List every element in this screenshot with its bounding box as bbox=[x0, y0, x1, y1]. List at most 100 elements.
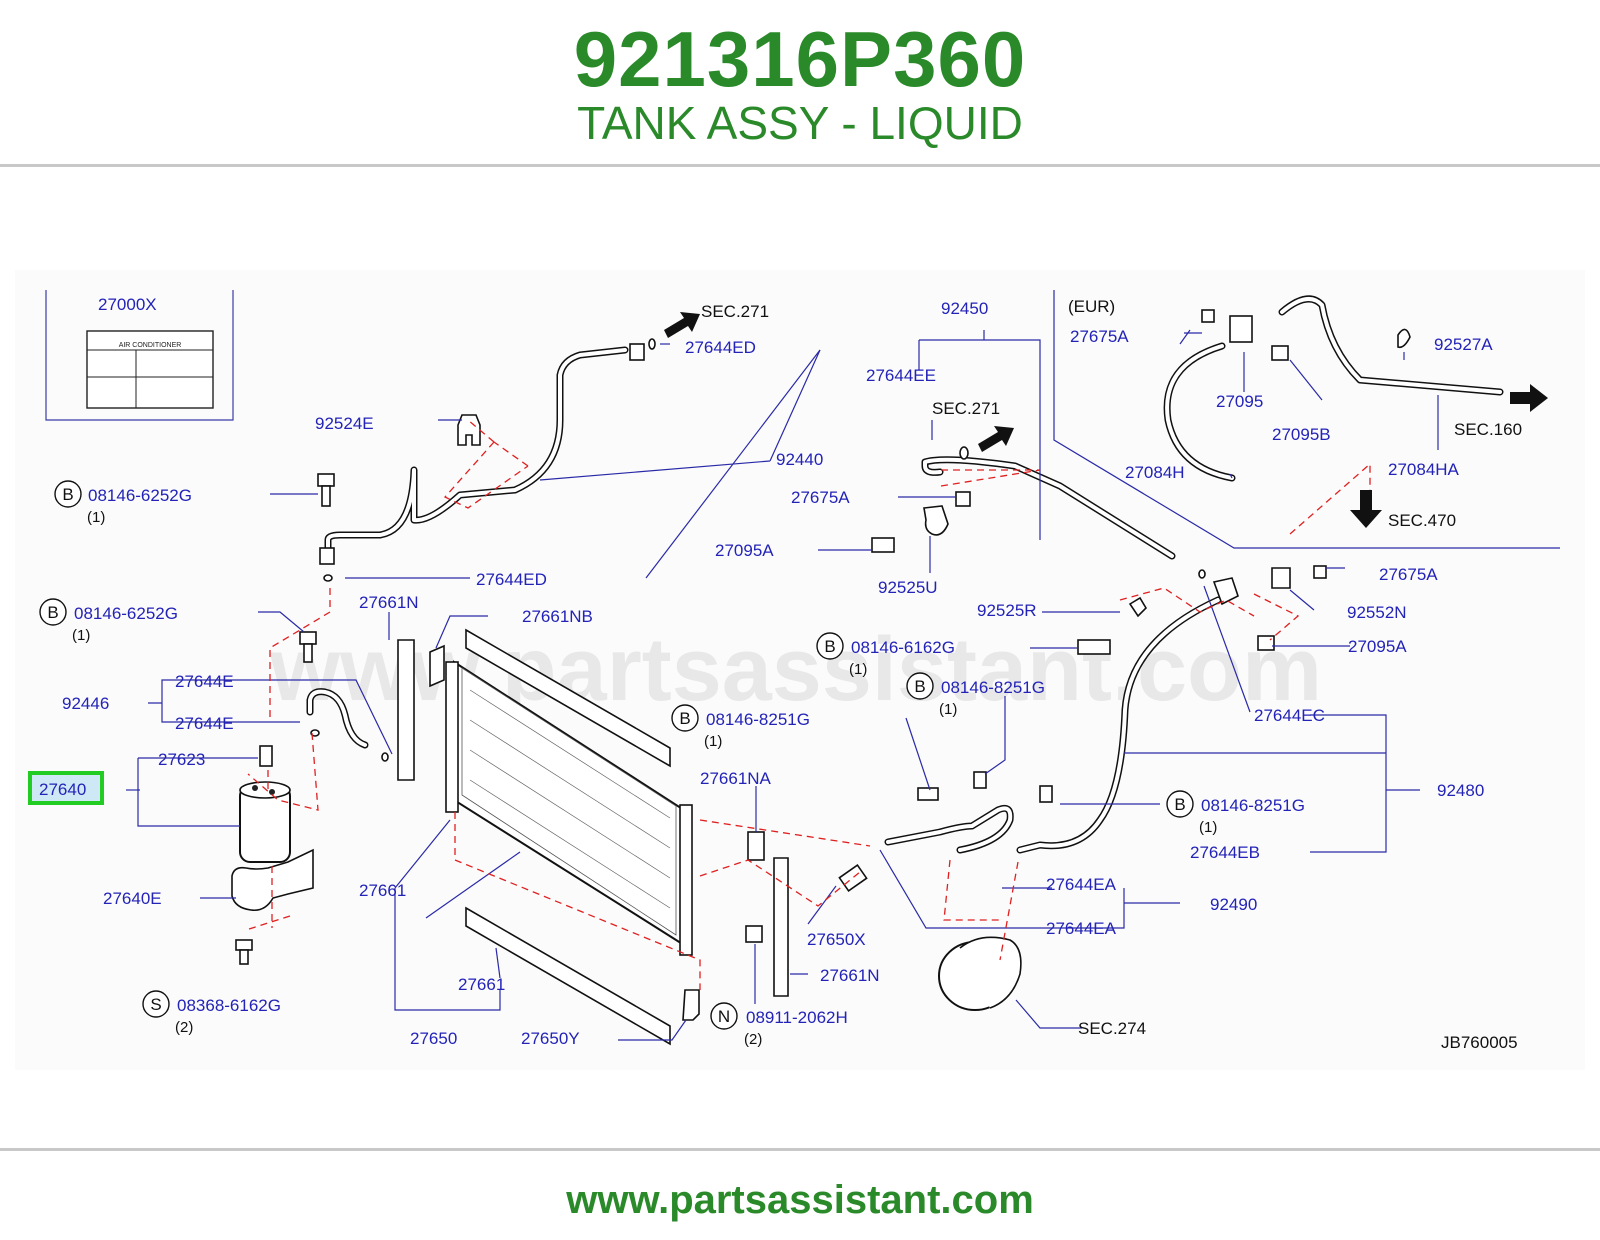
part-label[interactable]: 27644EE bbox=[866, 366, 936, 385]
part-label[interactable]: 27084HA bbox=[1388, 460, 1460, 479]
svg-text:B: B bbox=[824, 637, 835, 656]
section-label[interactable]: SEC.274 bbox=[1078, 1019, 1146, 1038]
svg-text:(1): (1) bbox=[704, 733, 722, 750]
part-label[interactable]: 27095A bbox=[715, 541, 774, 560]
part-label[interactable]: 92440 bbox=[776, 450, 823, 469]
svg-text:S: S bbox=[150, 995, 161, 1014]
svg-text:08911-2062H: 08911-2062H bbox=[746, 1008, 848, 1027]
pipe-92490 bbox=[884, 804, 1014, 854]
part-label[interactable]: 27084H bbox=[1125, 463, 1185, 482]
part-label[interactable]: 27644ED bbox=[685, 338, 756, 357]
clamp-icon bbox=[1128, 596, 1148, 618]
part-label[interactable]: 92527A bbox=[1434, 335, 1493, 354]
part-label[interactable]: 92552N bbox=[1347, 603, 1407, 622]
pipe-92480 bbox=[1016, 577, 1239, 854]
arrow-icon bbox=[1510, 384, 1548, 412]
svg-text:B: B bbox=[914, 677, 925, 696]
part-label[interactable]: 27644E bbox=[175, 672, 234, 691]
label-plate-text: AIR CONDITIONER bbox=[119, 342, 182, 349]
bottom-divider bbox=[0, 1148, 1600, 1151]
o-ring-icon bbox=[648, 338, 656, 350]
part-label[interactable]: 27644EB bbox=[1190, 843, 1260, 862]
clamp-icon bbox=[923, 505, 949, 536]
bolt-ref-n[interactable]: N 08911-2062H (2) bbox=[710, 1002, 848, 1048]
pipe-92450 bbox=[921, 446, 1206, 579]
svg-text:B: B bbox=[62, 485, 73, 504]
bolt-icon bbox=[1201, 309, 1215, 323]
svg-text:08146-6252G: 08146-6252G bbox=[88, 486, 192, 505]
bolt-ref-s[interactable]: S 08368-6162G (2) bbox=[142, 990, 281, 1036]
pipe-fitting bbox=[629, 343, 645, 361]
part-label[interactable]: 27650 bbox=[410, 1029, 457, 1048]
part-label[interactable]: 27640E bbox=[103, 889, 162, 908]
part-label[interactable]: 27644ED bbox=[476, 570, 547, 589]
part-label[interactable]: 27661NA bbox=[700, 769, 772, 788]
part-label[interactable]: 27650Y bbox=[521, 1029, 580, 1048]
arrow-icon bbox=[664, 312, 700, 338]
bolt-icon bbox=[1257, 635, 1275, 651]
svg-text:(1): (1) bbox=[87, 509, 105, 526]
part-label[interactable]: 92525R bbox=[977, 601, 1037, 620]
part-label[interactable]: 27650X bbox=[807, 930, 866, 949]
svg-text:(2): (2) bbox=[175, 1019, 193, 1036]
footer-url[interactable]: www.partsassistant.com bbox=[566, 1178, 1034, 1222]
compressor-icon bbox=[938, 936, 1022, 1011]
bolt-icon bbox=[317, 473, 335, 507]
bolt-ref-b-4[interactable]: B 08146-8251G (1) bbox=[906, 672, 1045, 718]
top-divider bbox=[0, 164, 1600, 167]
part-label[interactable]: 27095A bbox=[1348, 637, 1407, 656]
svg-text:08146-8251G: 08146-8251G bbox=[941, 678, 1045, 697]
part-label[interactable]: 27095B bbox=[1272, 425, 1331, 444]
pipe-92440 bbox=[319, 338, 656, 582]
part-label[interactable]: 92524E bbox=[315, 414, 374, 433]
part-label[interactable]: 27095 bbox=[1216, 392, 1263, 411]
bolt-icon bbox=[917, 787, 939, 801]
bolt-ref-b-5[interactable]: B 08146-8251G (1) bbox=[671, 704, 810, 750]
bolt-icon bbox=[1271, 345, 1289, 361]
bolt-icon bbox=[299, 631, 317, 663]
section-label[interactable]: SEC.470 bbox=[1388, 511, 1456, 530]
part-label[interactable]: 27644EC bbox=[1254, 706, 1325, 725]
seal-27661N-right bbox=[773, 857, 789, 997]
bolt-ref-b-3[interactable]: B 08146-6162G (1) bbox=[816, 632, 955, 678]
bolt-icon bbox=[1313, 565, 1327, 579]
pipe-92446 bbox=[306, 688, 389, 762]
part-label[interactable]: 92446 bbox=[62, 694, 109, 713]
section-label[interactable]: SEC.271 bbox=[701, 302, 769, 321]
part-label[interactable]: 27661NB bbox=[522, 607, 593, 626]
highlight-box bbox=[28, 771, 104, 805]
diagram-code: JB760005 bbox=[1441, 1033, 1518, 1052]
part-label-highlighted[interactable]: 27640 bbox=[39, 780, 86, 799]
arrow-icon bbox=[978, 426, 1014, 452]
section-label[interactable]: SEC.271 bbox=[932, 399, 1000, 418]
part-label[interactable]: 27644EA bbox=[1046, 919, 1117, 938]
part-label[interactable]: 27661 bbox=[359, 881, 406, 900]
part-label[interactable]: 27675A bbox=[791, 488, 850, 507]
liquid-tank-icon[interactable] bbox=[239, 781, 291, 863]
part-label[interactable]: 27644E bbox=[175, 714, 234, 733]
svg-text:B: B bbox=[679, 709, 690, 728]
part-label[interactable]: 27644EA bbox=[1046, 875, 1117, 894]
part-label[interactable]: 27623 bbox=[158, 750, 205, 769]
bolt-icon bbox=[973, 771, 987, 789]
part-label[interactable]: 92450 bbox=[941, 299, 988, 318]
svg-text:B: B bbox=[1174, 795, 1185, 814]
svg-text:08146-6162G: 08146-6162G bbox=[851, 638, 955, 657]
part-label[interactable]: 27661 bbox=[458, 975, 505, 994]
label-plate-code[interactable]: 27000X bbox=[98, 295, 157, 314]
connection-lines bbox=[245, 419, 1371, 990]
part-label[interactable]: 27675A bbox=[1379, 565, 1438, 584]
condenser-icon[interactable] bbox=[445, 660, 693, 956]
part-label[interactable]: 92490 bbox=[1210, 895, 1257, 914]
svg-text:08368-6162G: 08368-6162G bbox=[177, 996, 281, 1015]
bolt-ref-b-6[interactable]: B 08146-8251G (1) bbox=[1166, 790, 1305, 836]
part-label[interactable]: 92480 bbox=[1437, 781, 1484, 800]
valve-27095-icon bbox=[1229, 315, 1253, 343]
part-label[interactable]: 27675A bbox=[1070, 327, 1129, 346]
bolt-ref-b-1[interactable]: B 08146-6252G (1) bbox=[54, 480, 192, 526]
part-label[interactable]: 27661N bbox=[359, 593, 419, 612]
part-label[interactable]: 92525U bbox=[878, 578, 938, 597]
part-label[interactable]: 27661N bbox=[820, 966, 880, 985]
section-label[interactable]: SEC.160 bbox=[1454, 420, 1522, 439]
bolt-ref-b-2[interactable]: B 08146-6252G (1) bbox=[39, 598, 178, 644]
